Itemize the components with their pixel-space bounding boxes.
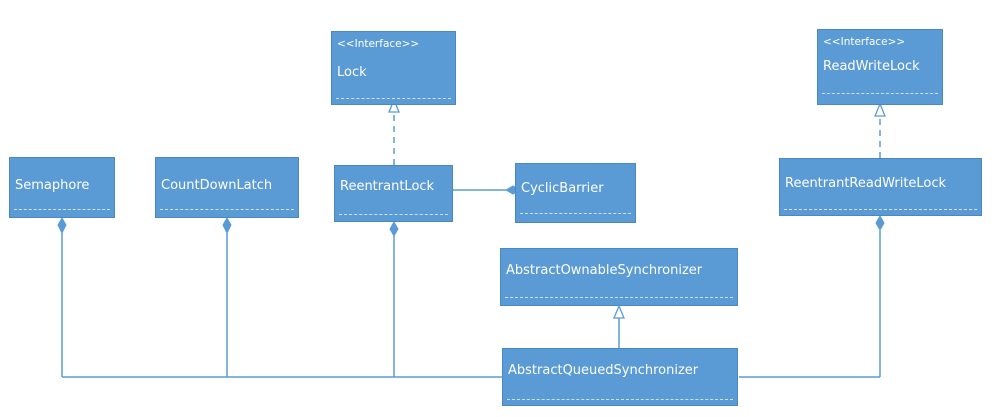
class-name: AbstractQueuedSynchronizer [508, 363, 699, 378]
diamond-semaphore [57, 216, 67, 235]
separator [505, 297, 733, 298]
class-name: Semaphore [15, 178, 90, 193]
class-cyclicbarrier[interactable]: CyclicBarrier [515, 163, 636, 223]
stereotype-label: <<Interface>> [823, 36, 906, 48]
separator [822, 93, 938, 94]
separator [160, 209, 294, 210]
separator [784, 209, 977, 210]
class-countdownlatch[interactable]: CountDownLatch [155, 157, 299, 218]
diamond-reentrantlock [389, 220, 399, 238]
class-lock[interactable]: <<Interface>> Lock [331, 31, 456, 105]
class-name: CyclicBarrier [521, 181, 604, 196]
separator [520, 213, 631, 214]
triangle-arrowhead-aos [613, 304, 625, 319]
diamond-countdownlatch [222, 216, 232, 235]
separator [339, 214, 448, 215]
class-name: AbstractOwnableSynchronizer [506, 263, 703, 278]
class-name: CountDownLatch [161, 178, 273, 193]
separator [336, 98, 451, 99]
class-name: ReentrantReadWriteLock [785, 176, 947, 191]
class-abstractqueuedsynchronizer[interactable]: AbstractQueuedSynchronizer [502, 348, 738, 406]
class-reentrantlock[interactable]: ReentrantLock [334, 165, 453, 222]
stereotype-label: <<Interface>> [337, 38, 420, 50]
class-name: ReentrantLock [340, 179, 435, 194]
class-reentrantreadwritelock[interactable]: ReentrantReadWriteLock [779, 158, 982, 216]
class-semaphore[interactable]: Semaphore [9, 157, 115, 218]
separator [507, 399, 733, 400]
class-abstractownablesynchronizer[interactable]: AbstractOwnableSynchronizer [500, 248, 738, 306]
class-readwritelock[interactable]: <<Interface>> ReadWriteLock [817, 29, 943, 105]
diamond-reentrantreadwritelock [875, 214, 885, 232]
separator [14, 209, 110, 210]
triangle-arrowhead-readwritelock [874, 102, 886, 117]
triangle-arrowhead-lock [388, 98, 400, 113]
class-name: Lock [337, 65, 367, 80]
class-name: ReadWriteLock [823, 59, 920, 74]
